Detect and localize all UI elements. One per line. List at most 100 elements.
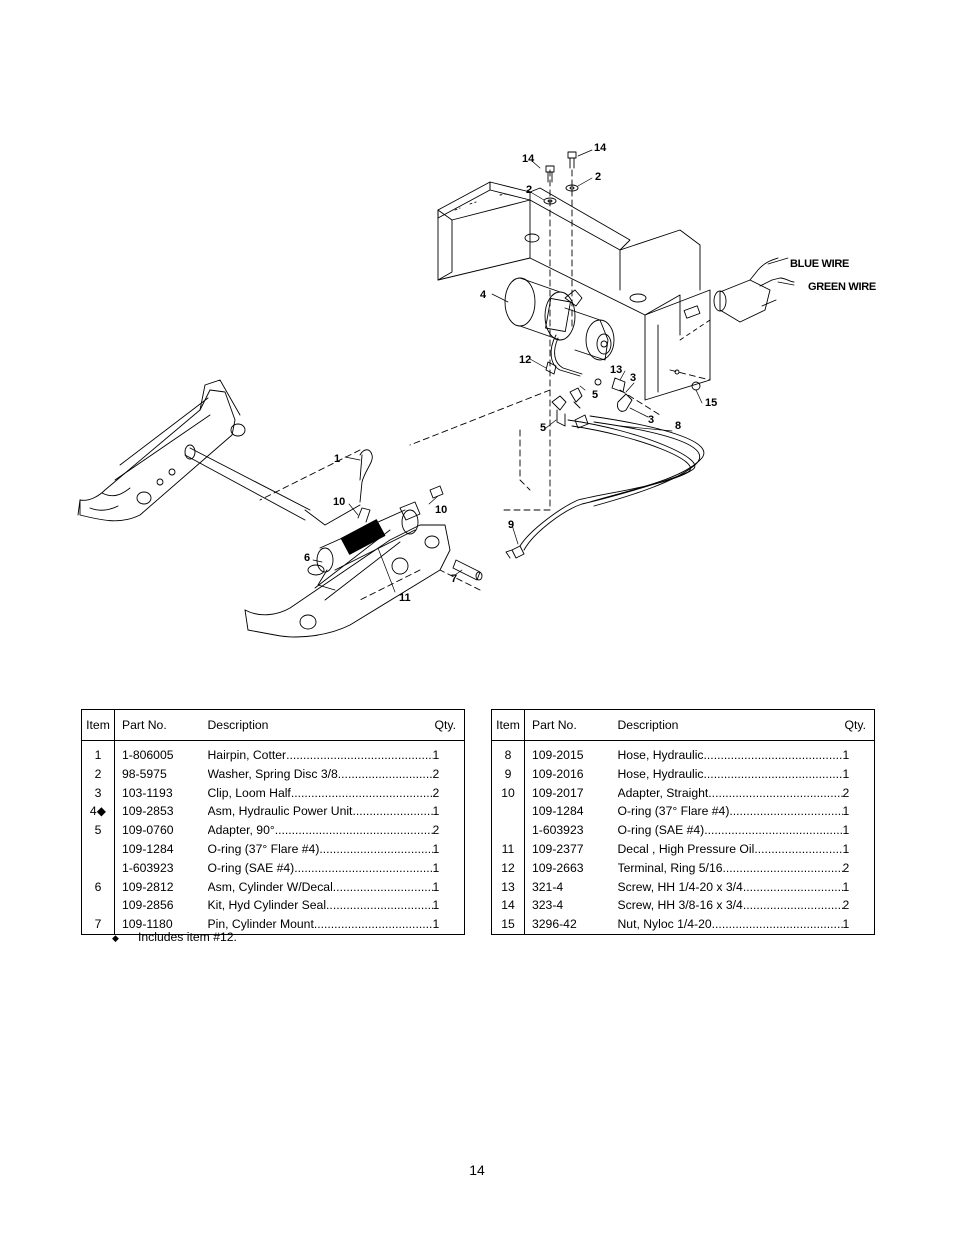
- dot-leader: [743, 878, 843, 897]
- callout-14b: 14: [594, 142, 607, 154]
- dot-leader: [338, 765, 433, 784]
- description: Asm, Cylinder W/Decal: [207, 879, 333, 894]
- description-cell: Adapter, 90°: [208, 821, 433, 840]
- quantity: 1: [842, 748, 850, 762]
- description-cell: Decal , High Pressure Oil: [618, 840, 843, 859]
- callout-labels: 14 14 2 2 4 12 13 3 5 3 8 5 15 1 10 10 6…: [304, 142, 876, 604]
- description: O-ring (37° Flare #4): [617, 804, 730, 819]
- quantity: 1: [432, 748, 440, 762]
- header-qty: Qty.: [432, 709, 465, 741]
- part-number: 98-5975: [122, 766, 167, 781]
- footnote-text: Includes item #12.: [138, 930, 237, 944]
- description: Nut, Nyloc 1/4-20: [617, 917, 712, 932]
- header-description: Description: [617, 709, 843, 741]
- item-number: 14: [491, 896, 525, 916]
- callout-11: 11: [399, 592, 411, 604]
- part-number: 109-2377: [532, 841, 584, 856]
- quantity: 2: [432, 766, 440, 781]
- callout-9: 9: [508, 519, 514, 531]
- part-number: 109-1284: [122, 841, 174, 856]
- callout-1: 1: [334, 453, 340, 465]
- item-number: 11: [491, 839, 525, 859]
- quantity: 2: [842, 860, 850, 875]
- leader-lines: [312, 149, 795, 593]
- callout-10a: 10: [333, 496, 345, 508]
- dot-leader: [754, 840, 842, 859]
- part-number: 109-2015: [532, 748, 584, 762]
- description-cell: Screw, HH 3/8-16 x 3/4: [618, 896, 843, 915]
- description: Asm, Hydraulic Power Unit: [207, 804, 353, 819]
- item-number: [491, 802, 525, 822]
- description-cell: O-ring (SAE #4): [618, 821, 843, 840]
- callout-13: 13: [610, 364, 622, 376]
- part-number: 109-2016: [532, 766, 584, 781]
- description: Washer, Spring Disc 3/8: [207, 766, 338, 781]
- dot-leader: [286, 746, 432, 765]
- diamond-icon: ◆: [112, 933, 119, 943]
- alignment-lines: [259, 169, 711, 601]
- description-cell: Asm, Hydraulic Power Unit: [208, 802, 433, 821]
- item-number: 6: [81, 877, 115, 897]
- item-number: 10: [491, 783, 525, 803]
- dot-leader: [352, 802, 432, 821]
- description-cell: Screw, HH 1/4-20 x 3/4: [618, 878, 843, 897]
- description: Adapter, 90°: [207, 823, 275, 838]
- quantity: 1: [432, 917, 440, 932]
- table-row: 8 109-2015 Hose, Hydraulic 1: [491, 746, 875, 765]
- part-number: 109-1180: [122, 917, 173, 932]
- callout-3b: 3: [648, 414, 654, 426]
- quantity: 2: [842, 898, 850, 913]
- header-part-no: Part No.: [524, 709, 618, 741]
- exploded-parts-diagram: 14 14 2 2 4 12 13 3 5 3 8 5 15 1 10 10 6…: [77, 142, 876, 638]
- quantity: 1: [432, 860, 440, 875]
- part-number: 3296-42: [532, 917, 577, 932]
- table-row: 5 109-0760 Adapter, 90° 2: [81, 821, 465, 840]
- quantity: 1: [432, 898, 440, 913]
- dot-leader: [708, 784, 842, 803]
- item-number: 4◆: [81, 802, 115, 822]
- part-number: 109-0760: [122, 823, 174, 838]
- quantity: 1: [432, 879, 440, 894]
- item-number: 5: [81, 821, 115, 840]
- description: Screw, HH 3/8-16 x 3/4: [617, 898, 743, 913]
- description: Hose, Hydraulic: [617, 766, 704, 781]
- description-cell: O-ring (37° Flare #4): [208, 840, 433, 859]
- quantity: 2: [842, 785, 850, 800]
- description-cell: Washer, Spring Disc 3/8: [208, 765, 433, 784]
- caster-arm-frame: [77, 379, 361, 526]
- description: Decal , High Pressure Oil: [617, 841, 755, 856]
- dot-leader: [333, 878, 433, 897]
- description: Kit, Hyd Cylinder Seal: [207, 898, 327, 913]
- callout-15: 15: [705, 397, 717, 409]
- callout-5b: 5: [540, 422, 546, 434]
- part-number: 323-4: [532, 898, 564, 913]
- header-item: Item: [491, 709, 525, 741]
- quantity: 2: [432, 823, 440, 838]
- header-item: Item: [81, 709, 115, 741]
- callout-5a: 5: [592, 389, 598, 401]
- item-number: [81, 858, 115, 878]
- callout-2b: 2: [595, 171, 601, 183]
- description-cell: Hose, Hydraulic: [618, 746, 843, 765]
- item-number: 2: [81, 764, 115, 784]
- table-row: 2 98-5975 Washer, Spring Disc 3/8 2: [81, 764, 465, 784]
- item-number: 8: [491, 746, 525, 765]
- description-cell: Terminal, Ring 5/16: [618, 859, 843, 878]
- description-cell: Pin, Cylinder Mount: [208, 915, 433, 934]
- callout-14a: 14: [522, 153, 535, 165]
- part-number: 109-2017: [532, 785, 584, 800]
- description-cell: Kit, Hyd Cylinder Seal: [208, 896, 433, 915]
- switch-assembly: [679, 257, 795, 341]
- dot-leader: [326, 896, 432, 915]
- description: Hose, Hydraulic: [617, 748, 704, 762]
- header-description: Description: [207, 709, 433, 741]
